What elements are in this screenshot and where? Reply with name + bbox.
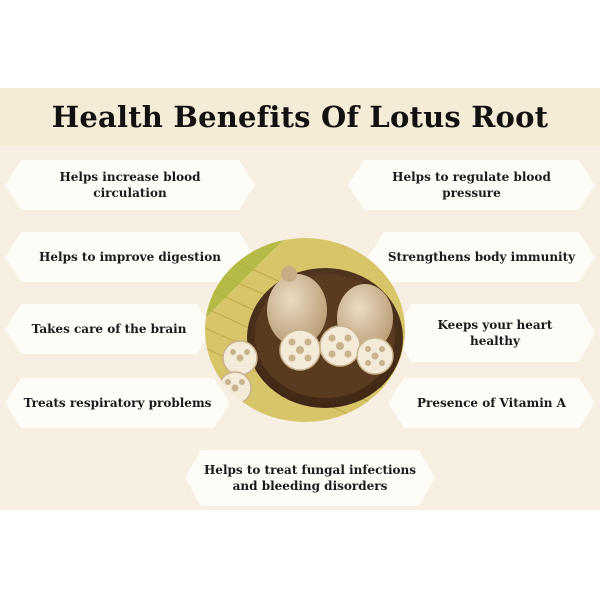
benefit-card-blood-circulation: Helps increase blood circulation xyxy=(5,160,255,210)
benefit-card-fungal-infections: Helps to treat fungal infections and ble… xyxy=(185,450,435,506)
benefit-label: Keeps your heart healthy xyxy=(437,318,553,348)
benefit-label: Helps to regulate blood pressure xyxy=(392,170,551,200)
page-title: Health Benefits Of Lotus Root xyxy=(51,100,549,134)
benefit-label: Presence of Vitamin A xyxy=(416,396,566,410)
benefit-card-immunity: Strengthens body immunity xyxy=(368,232,595,282)
benefit-card-blood-pressure: Helps to regulate blood pressure xyxy=(348,160,595,210)
lotus-root-photo xyxy=(205,238,405,422)
benefit-card-respiratory: Treats respiratory problems xyxy=(5,378,230,428)
benefit-label: Helps to treat fungal infections and ble… xyxy=(203,463,417,493)
benefit-label: Treats respiratory problems xyxy=(23,396,212,410)
benefit-card-heart: Keeps your heart healthy xyxy=(395,304,595,362)
benefit-label: Strengthens body immunity xyxy=(387,250,576,264)
title-band: Health Benefits Of Lotus Root xyxy=(0,88,600,146)
benefit-card-digestion: Helps to improve digestion xyxy=(5,232,255,282)
benefit-label: Takes care of the brain xyxy=(31,322,187,336)
benefit-label: Helps to improve digestion xyxy=(39,250,221,264)
benefit-card-brain: Takes care of the brain xyxy=(5,304,213,354)
lotus-root-illustration xyxy=(205,238,405,422)
benefit-card-vitamin-a: Presence of Vitamin A xyxy=(388,378,595,428)
benefit-label: Helps increase blood circulation xyxy=(59,170,201,200)
